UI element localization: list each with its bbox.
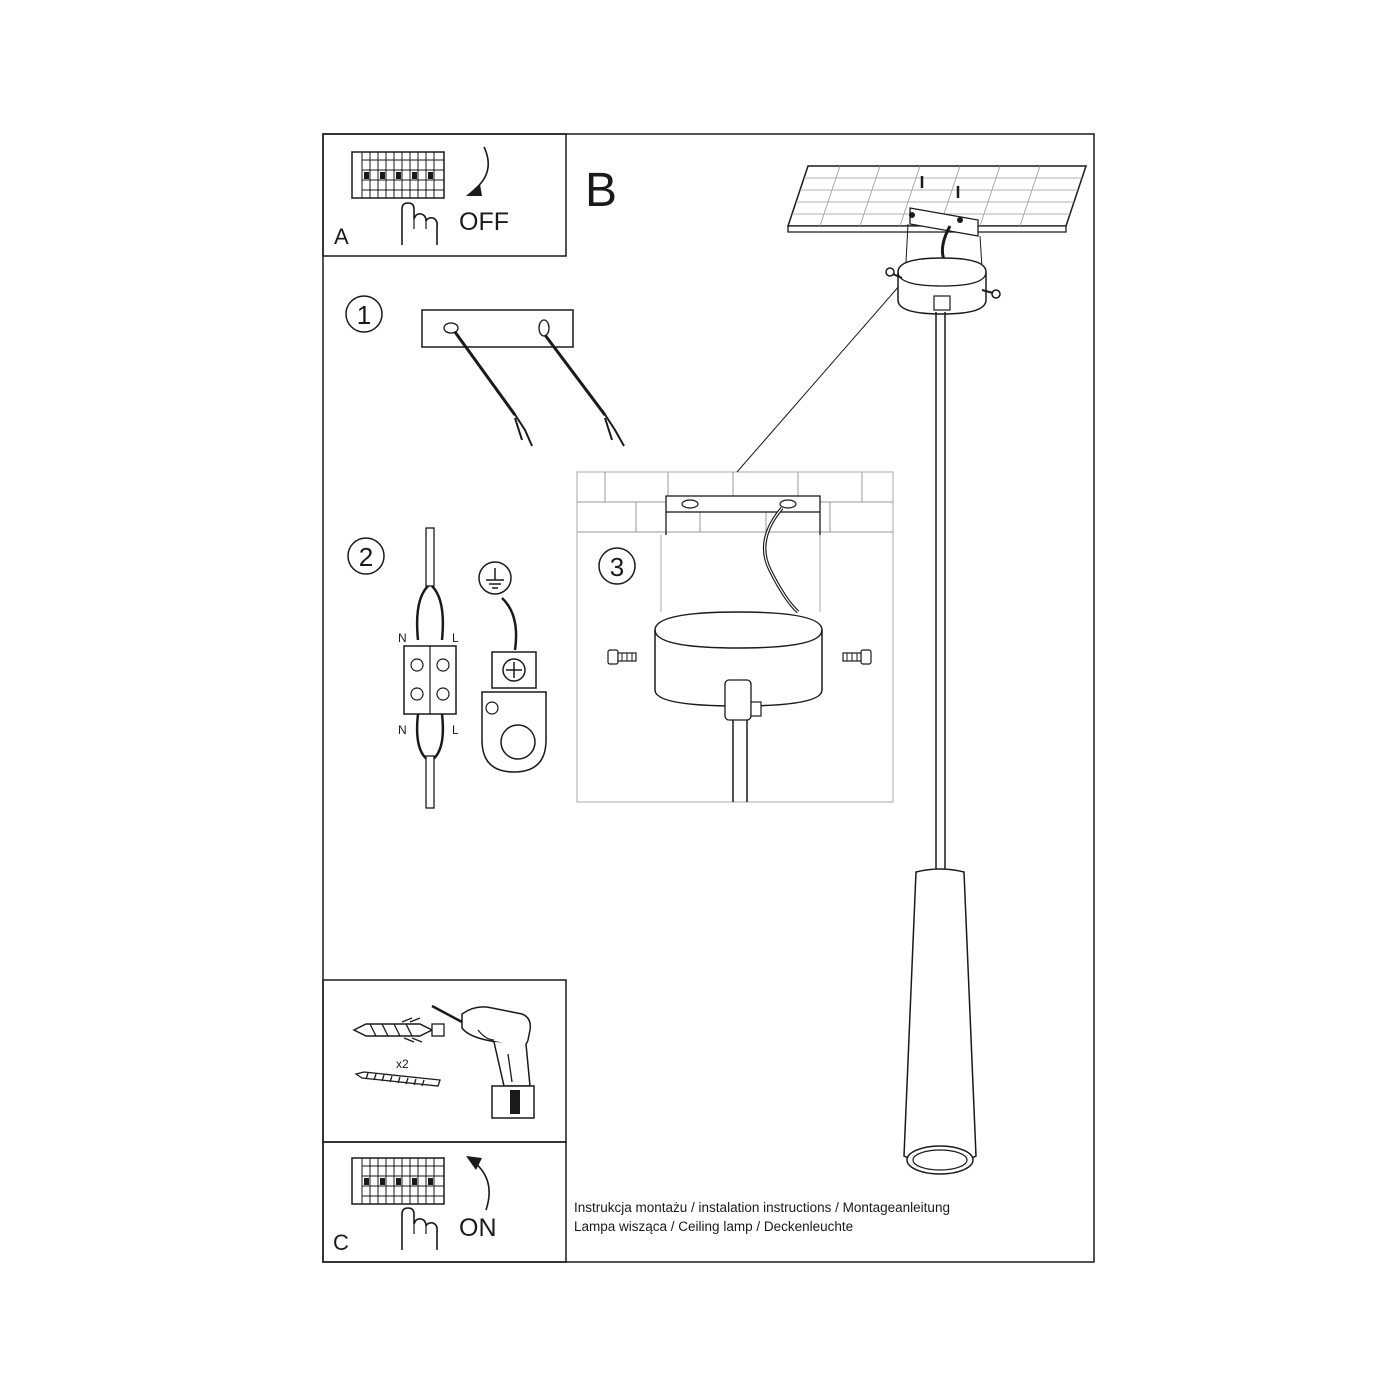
panel-a-state: OFF [459, 208, 509, 236]
panel-b-letter: B [585, 164, 617, 217]
suspension-rod [935, 312, 946, 870]
screw-icon [354, 1071, 441, 1087]
turn-on-arrow-icon [466, 1156, 490, 1211]
turn-off-arrow-icon [466, 146, 490, 196]
sheet-frame [322, 133, 1095, 1263]
terminal-block [403, 527, 457, 809]
panel-a-letter: A [334, 224, 349, 249]
caption-line-1: Instrukcja montażu / instalation instruc… [574, 1200, 950, 1215]
step-3-number: 3 [610, 552, 624, 582]
screw-icon [607, 649, 872, 665]
wall-anchor-icon [352, 1017, 445, 1043]
tools-panel: x2 [322, 979, 567, 1143]
neutral-label-bottom: N [398, 723, 407, 737]
live-label-top: L [452, 631, 459, 645]
circuit-breaker-icon [351, 1157, 445, 1251]
neutral-label-top: N [398, 631, 407, 645]
circuit-breaker-icon [351, 151, 445, 246]
panel-c: ON C [322, 1141, 567, 1263]
detail-leader-line [736, 284, 901, 473]
panel-c-state: ON [459, 1214, 497, 1242]
step-1: 1 [345, 295, 625, 447]
ceiling-lamp [786, 165, 1088, 1175]
caption-line-2: Lampa wisząca / Ceiling lamp / Deckenleu… [574, 1219, 854, 1234]
step-1-number: 1 [357, 300, 371, 330]
drill-icon [431, 1004, 535, 1119]
lamp-shade [903, 868, 977, 1175]
step-3: 3 [576, 471, 894, 803]
ceiling-canopy [654, 611, 823, 802]
panel-a: OFF A [322, 133, 567, 257]
live-label-bottom: L [452, 723, 459, 737]
ceiling-canopy [885, 257, 1001, 315]
step-2-number: 2 [359, 542, 373, 572]
ground-terminal [481, 597, 547, 773]
screw-icon [453, 331, 625, 447]
step-2: 2 N L N L [347, 527, 547, 809]
ground-symbol-icon [478, 561, 512, 595]
panel-c-letter: C [333, 1230, 349, 1255]
quantity-label: x2 [396, 1057, 409, 1071]
